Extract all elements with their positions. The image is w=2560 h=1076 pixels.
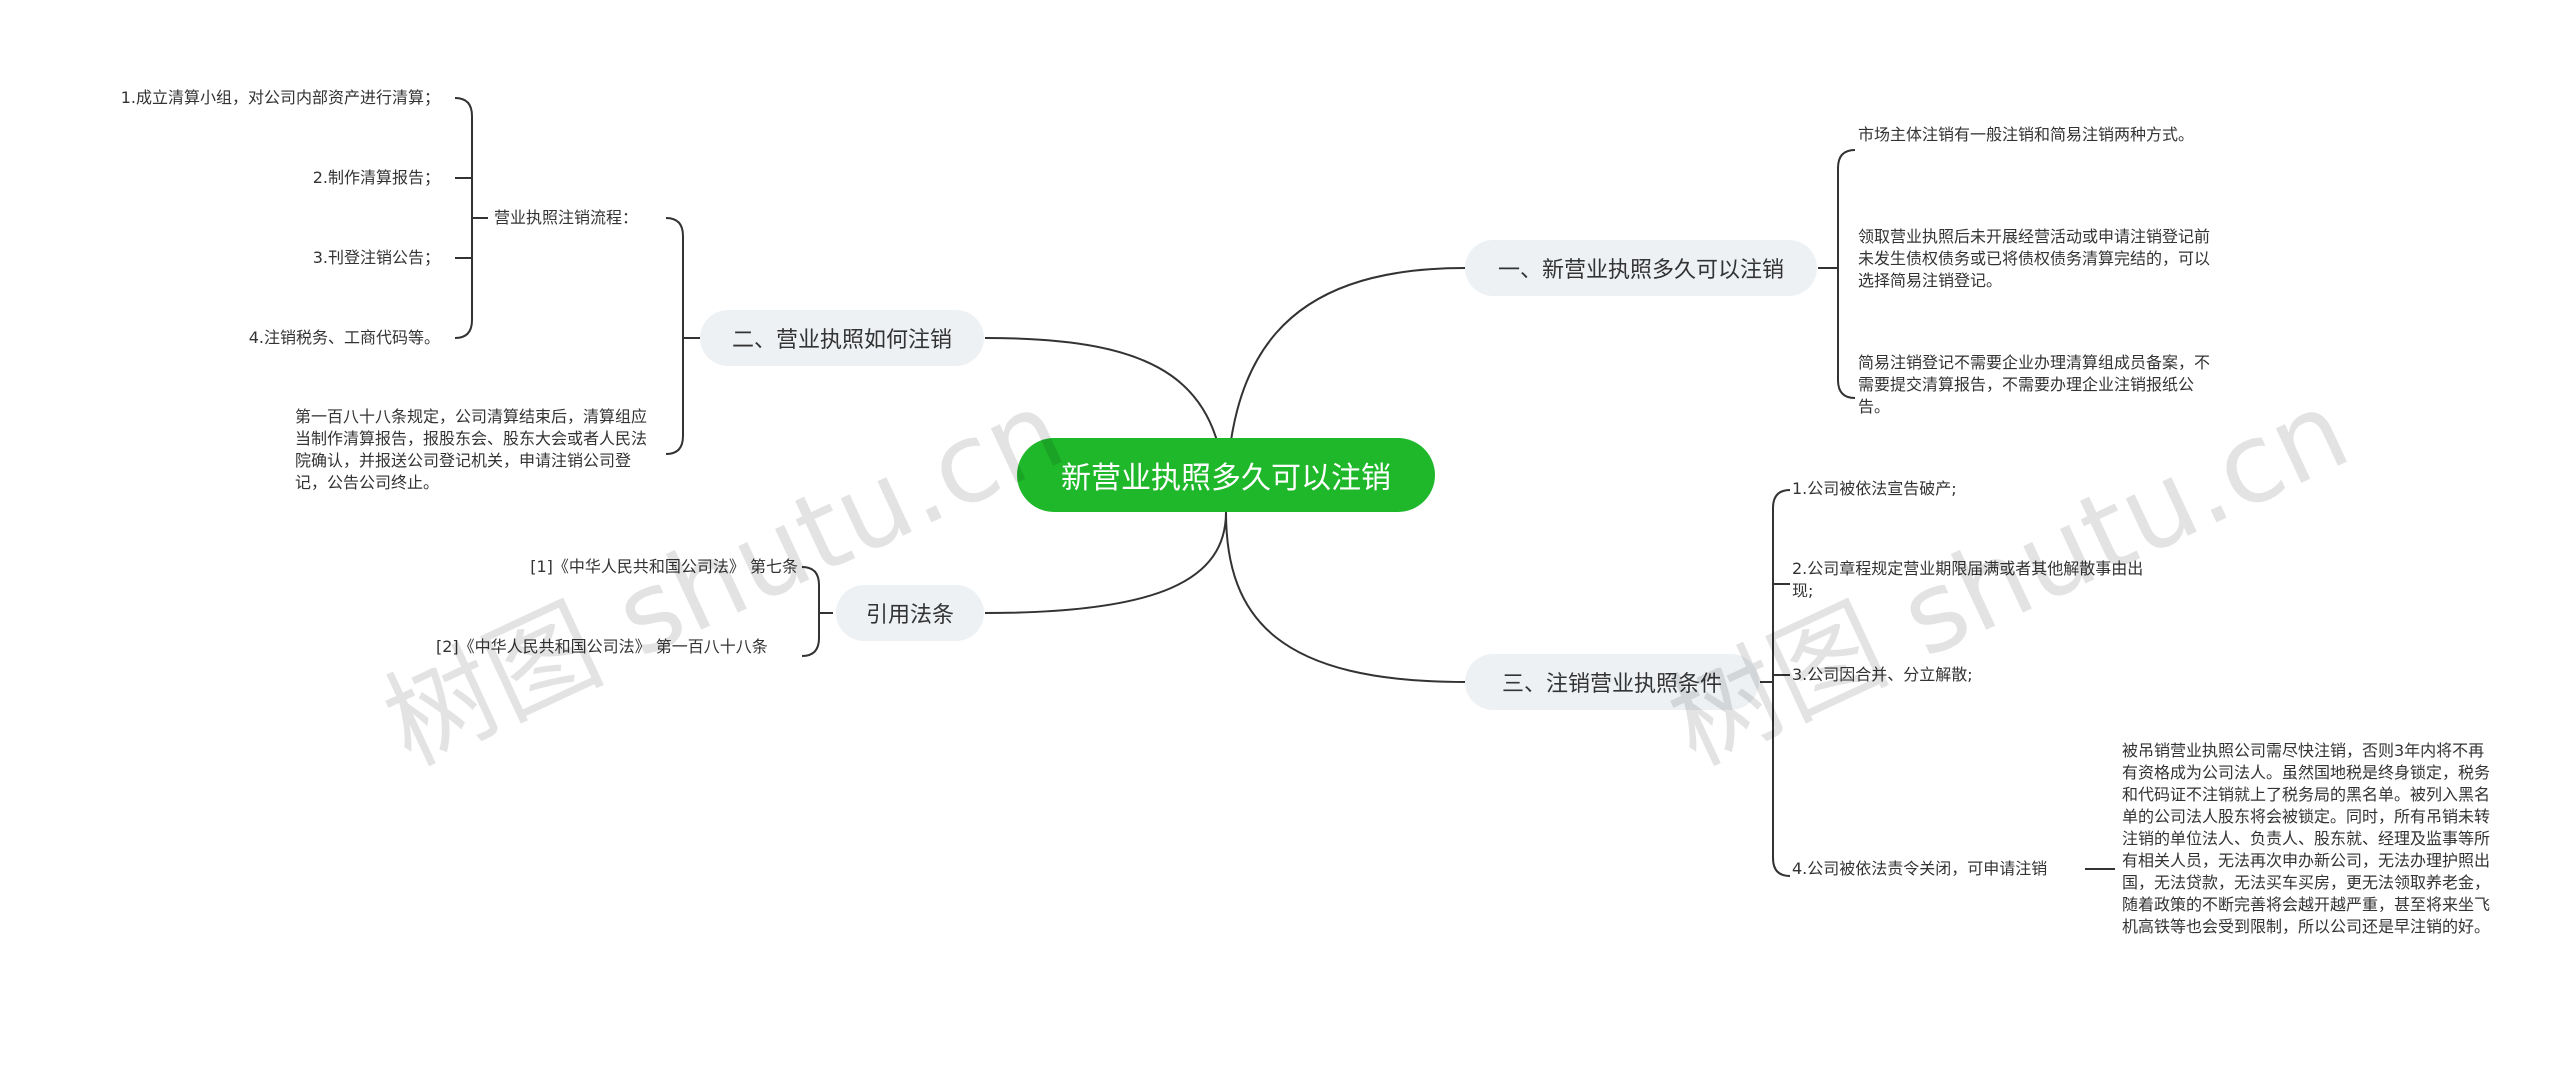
leaf-article-188: 第一百八十八条规定，公司清算结束后，清算组应当制作清算报告，报股东会、股东大会或…: [295, 407, 648, 492]
bracket-branch3: [1772, 489, 1791, 877]
leaf-condition-merger: 3.公司因合并、分立解散;: [1792, 665, 1973, 684]
branch-node-conditions[interactable]: 三、注销营业执照条件: [1465, 654, 1759, 710]
bracket-process: [454, 97, 473, 339]
bracket-branch4: [801, 566, 820, 657]
leaf-simple-cancel-condition: 领取营业执照后未开展经营活动或申请注销登记前未发生债权债务或已将债权债务清算完结…: [1858, 227, 2211, 290]
connector-root-branch3: [1225, 511, 1466, 683]
connector-root-branch4: [984, 511, 1227, 614]
leaf-closure-detail: 被吊销营业执照公司需尽快注销，否则3年内将不再有资格成为公司法人。虽然国地税是终…: [2122, 741, 2491, 936]
leaf-process-label: 营业执照注销流程：: [494, 208, 639, 227]
root-node[interactable]: 新营业执照多久可以注销: [1017, 438, 1435, 512]
leaf-step-3: 3.刊登注销公告；: [312, 248, 440, 267]
leaf-cancel-methods: 市场主体注销有一般注销和简易注销两种方式。: [1858, 125, 2195, 144]
leaf-condition-bankruptcy: 1.公司被依法宣告破产;: [1792, 479, 1957, 498]
leaf-condition-expiry: 2.公司章程规定营业期限届满或者其他解散事由出现;: [1792, 559, 2144, 600]
leaf-step-2: 2.制作清算报告；: [312, 168, 440, 187]
branch-node-how-to-cancel[interactable]: 二、营业执照如何注销: [700, 310, 984, 366]
leaf-reference-2: [2]《中华人民共和国公司法》 第一百八十八条: [436, 637, 768, 656]
leaf-simple-cancel-exemption: 简易注销登记不需要企业办理清算组成员备案，不需要提交清算报告，不需要办理企业注销…: [1858, 353, 2211, 416]
bracket-branch1: [1837, 149, 1856, 399]
leaf-condition-closure: 4.公司被依法责令关闭，可申请注销: [1792, 859, 2048, 878]
branch-node-references[interactable]: 引用法条: [836, 585, 984, 641]
leaf-step-4: 4.注销税务、工商代码等。: [248, 328, 440, 347]
bracket-branch2: [665, 217, 684, 455]
leaf-reference-1: [1]《中华人民共和国公司法》 第七条: [530, 557, 798, 576]
branch-node-how-long[interactable]: 一、新营业执照多久可以注销: [1465, 240, 1817, 296]
leaf-step-1: 1.成立清算小组，对公司内部资产进行清算；: [120, 88, 440, 107]
